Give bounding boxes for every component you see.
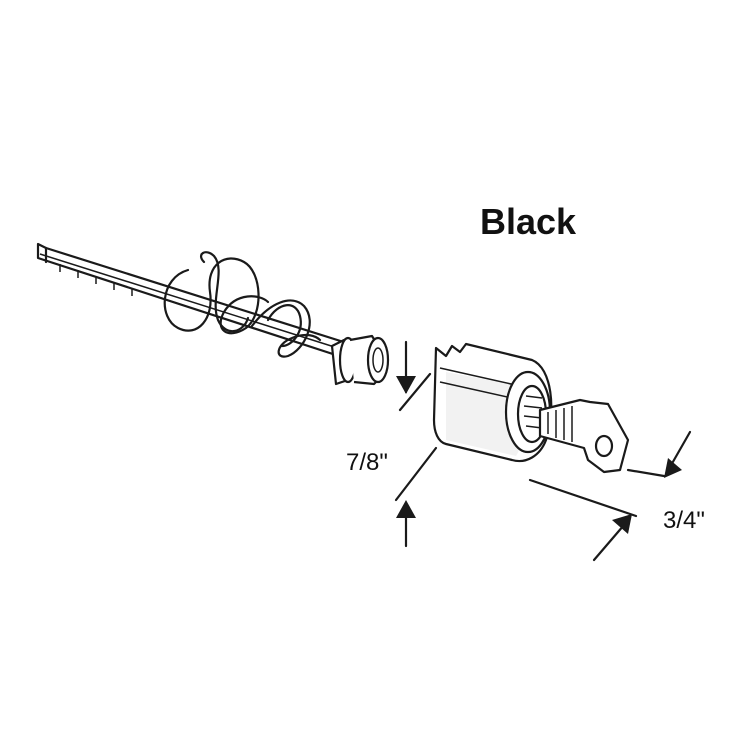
- tailpiece-rod: [36, 242, 352, 359]
- coil-spring: [163, 251, 322, 358]
- color-label: Black: [480, 201, 577, 242]
- height-label: 7/8": [346, 449, 388, 476]
- down-arrow-icon: [396, 376, 416, 394]
- height-dimension: 7/8": [346, 340, 438, 548]
- key: [538, 398, 630, 474]
- lock-cylinder: [432, 342, 553, 463]
- arrow-icon: [664, 458, 682, 478]
- bushing: [330, 334, 390, 386]
- arrow-icon: [612, 514, 632, 534]
- width-label: 3/4": [663, 507, 705, 534]
- up-arrow-icon: [396, 500, 416, 518]
- width-dimension: 3/4": [528, 430, 705, 562]
